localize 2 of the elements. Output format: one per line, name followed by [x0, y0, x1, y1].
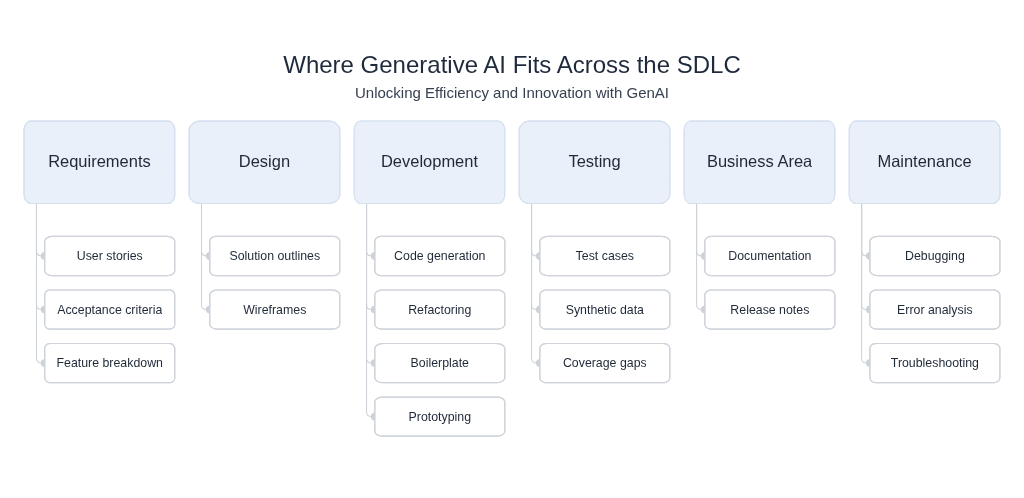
subtitle: Unlocking Efficiency and Innovation with GenAI — [354, 83, 670, 103]
title: Where Generative AI Fits Across the SDLC — [283, 50, 741, 80]
